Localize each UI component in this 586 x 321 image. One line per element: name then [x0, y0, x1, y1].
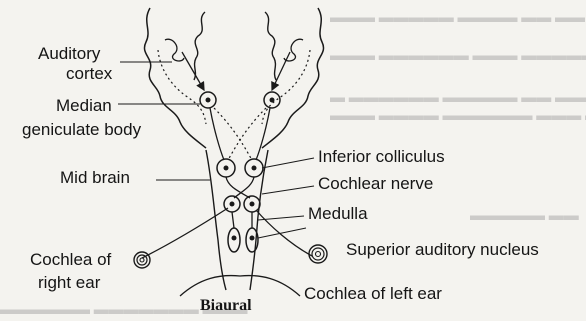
label-mid-brain: Mid brain [60, 168, 130, 188]
left-cortex-fold [165, 39, 184, 61]
right-cortex-outline [262, 8, 324, 148]
label-cochlea-right-line2: right ear [38, 273, 100, 293]
leader-superior-nucleus [258, 228, 306, 238]
label-inferior-colliculus: Inferior colliculus [318, 147, 445, 167]
right-cochlea-icon [134, 252, 150, 268]
leader-medulla [258, 216, 304, 220]
label-median-geniculate-line2: geniculate body [22, 120, 141, 140]
left-cortex-inner [194, 12, 205, 80]
label-auditory-cortex-line1: Auditory [38, 44, 100, 64]
label-cochlea-right-line1: Cochlea of [30, 250, 111, 270]
right-ear-nerve [142, 208, 228, 258]
biaural-bracket [180, 276, 300, 296]
label-cochlea-left: Cochlea of left ear [304, 284, 442, 304]
label-cochlear-nerve: Cochlear nerve [318, 174, 433, 194]
label-superior-auditory-nucleus: Superior auditory nucleus [346, 240, 539, 260]
left-cochlea-icon [309, 245, 327, 263]
leader-cochlear-nerve [262, 186, 314, 194]
left-cortex-arrow [182, 52, 204, 90]
leader-inferior-colliculus [262, 158, 314, 168]
caption-biaural: Biaural [200, 297, 252, 315]
label-auditory-cortex-line2: cortex [66, 64, 112, 84]
left-cortex-dotted [158, 50, 206, 124]
right-cortex-inner [265, 12, 276, 80]
label-medulla: Medulla [308, 204, 368, 224]
label-median-geniculate-line1: Median [56, 96, 112, 116]
